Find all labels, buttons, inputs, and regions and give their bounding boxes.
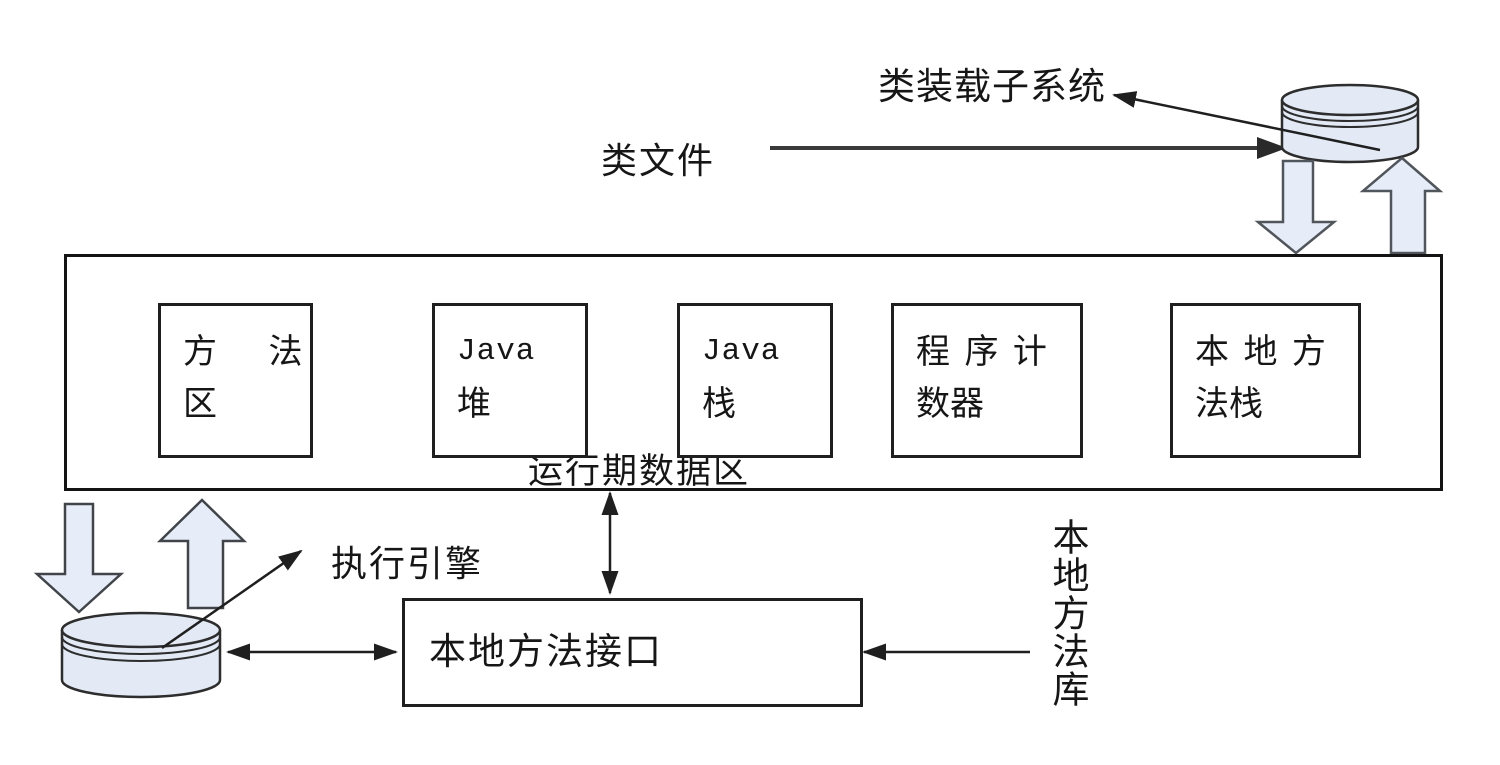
class-file-label: 类文件 [601, 140, 716, 181]
execution-engine-label: 执行引擎 [331, 543, 484, 584]
block-arrow-down-loader-to-runtime [1254, 159, 1338, 255]
box-program-counter-line1: 程 序 计 [916, 333, 1047, 371]
runtime-data-area-label: 运行期数据区 [528, 452, 751, 491]
box-method-area-line2: 区 [183, 385, 217, 423]
box-method-area-line1: 方 法 [183, 333, 303, 371]
class-store-cylinder [1280, 83, 1420, 164]
box-java-stack: Java 栈 [677, 303, 833, 458]
native-method-interface-label: 本地方法接口 [429, 631, 663, 672]
box-java-heap-line2: 堆 [457, 385, 491, 423]
native-method-interface-box: 本地方法接口 [402, 598, 863, 707]
cylinder-to-classloader-label-arrow [1112, 91, 1381, 152]
box-native-method-stack: 本 地 方 法栈 [1170, 303, 1361, 458]
box-program-counter: 程 序 计 数器 [891, 303, 1083, 458]
runtime-data-area-rect [64, 254, 1443, 491]
box-native-method-stack-line2: 法栈 [1195, 385, 1263, 423]
box-java-heap: Java 堆 [432, 303, 588, 458]
native-method-library-label: 本地方法库 [1047, 518, 1088, 708]
cylinder-to-engine-label-arrow [161, 549, 303, 650]
box-java-heap-line1: Java [457, 334, 536, 369]
box-java-stack-line1: Java [702, 334, 781, 369]
box-native-method-stack-line1: 本 地 方 [1195, 333, 1326, 371]
block-arrow-up-runtime-to-loader [1359, 156, 1444, 255]
block-arrow-up-engine-to-runtime [156, 498, 248, 610]
box-method-area: 方 法 区 [158, 303, 313, 458]
block-arrow-down-runtime-to-engine [33, 502, 125, 614]
box-program-counter-line2: 数器 [916, 385, 984, 423]
box-java-stack-line2: 栈 [702, 385, 736, 423]
class-loader-subsystem-label: 类装载子系统 [878, 66, 1106, 107]
execution-engine-cylinder [60, 611, 222, 699]
